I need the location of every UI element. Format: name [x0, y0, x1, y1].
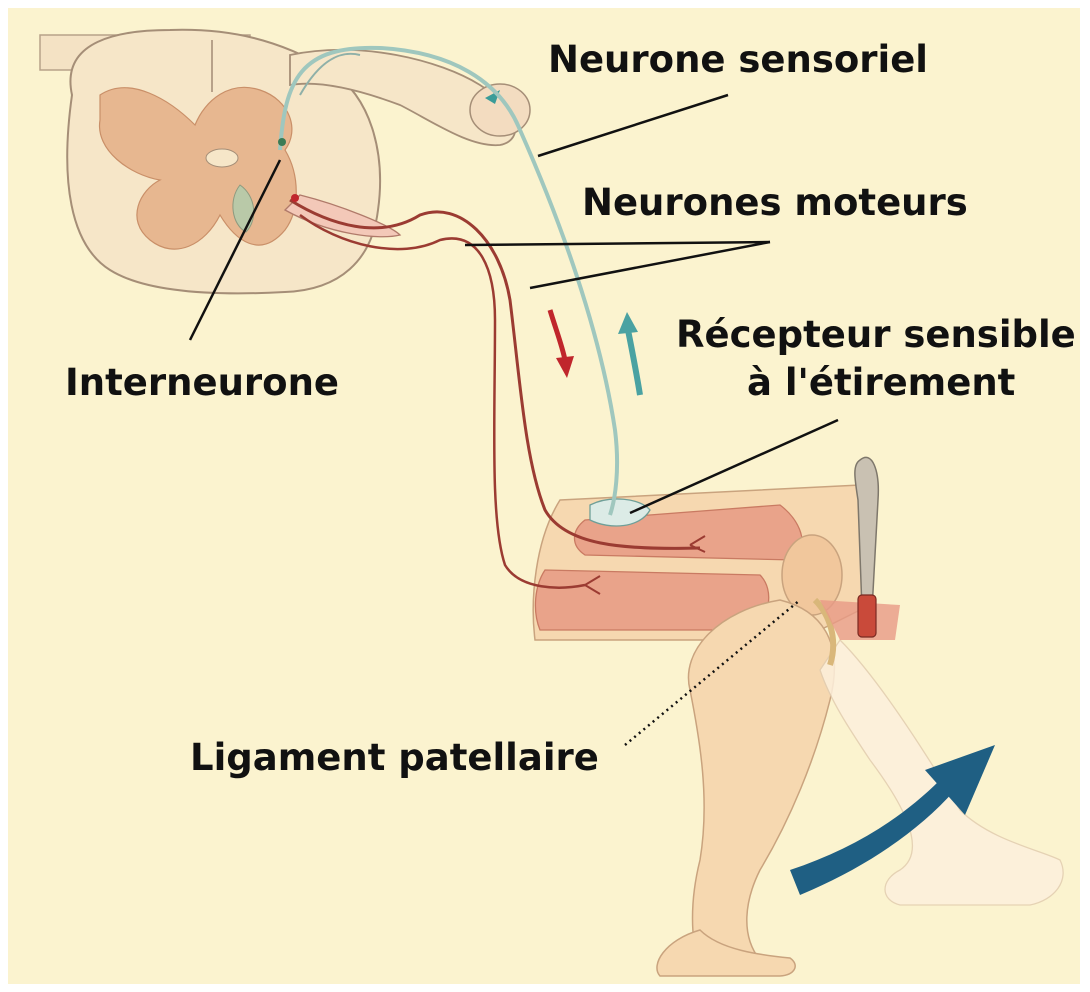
leg: [533, 485, 1063, 976]
leader-motor-neuron-1: [465, 242, 770, 245]
label-motor-neurons: Neurones moteurs: [582, 181, 968, 224]
central-canal: [206, 149, 238, 167]
leader-sensory-neuron: [538, 95, 728, 156]
spinal-cord-section: [40, 30, 530, 294]
label-interneuron: Interneurone: [65, 361, 339, 404]
label-stretch-receptor-line1: Récepteur sensible: [676, 313, 1076, 356]
signal-up-arrow-icon: [618, 312, 640, 395]
label-patellar-ligament: Ligament patellaire: [190, 736, 599, 779]
lower-leg: [688, 600, 834, 965]
motor-neuron-cell: [291, 194, 299, 202]
interneuron-cell: [278, 138, 286, 146]
label-stretch-receptor-line2: à l'étirement: [747, 361, 1015, 404]
signal-down-arrow-icon: [550, 310, 574, 378]
label-sensory-neuron: Neurone sensoriel: [548, 38, 928, 81]
